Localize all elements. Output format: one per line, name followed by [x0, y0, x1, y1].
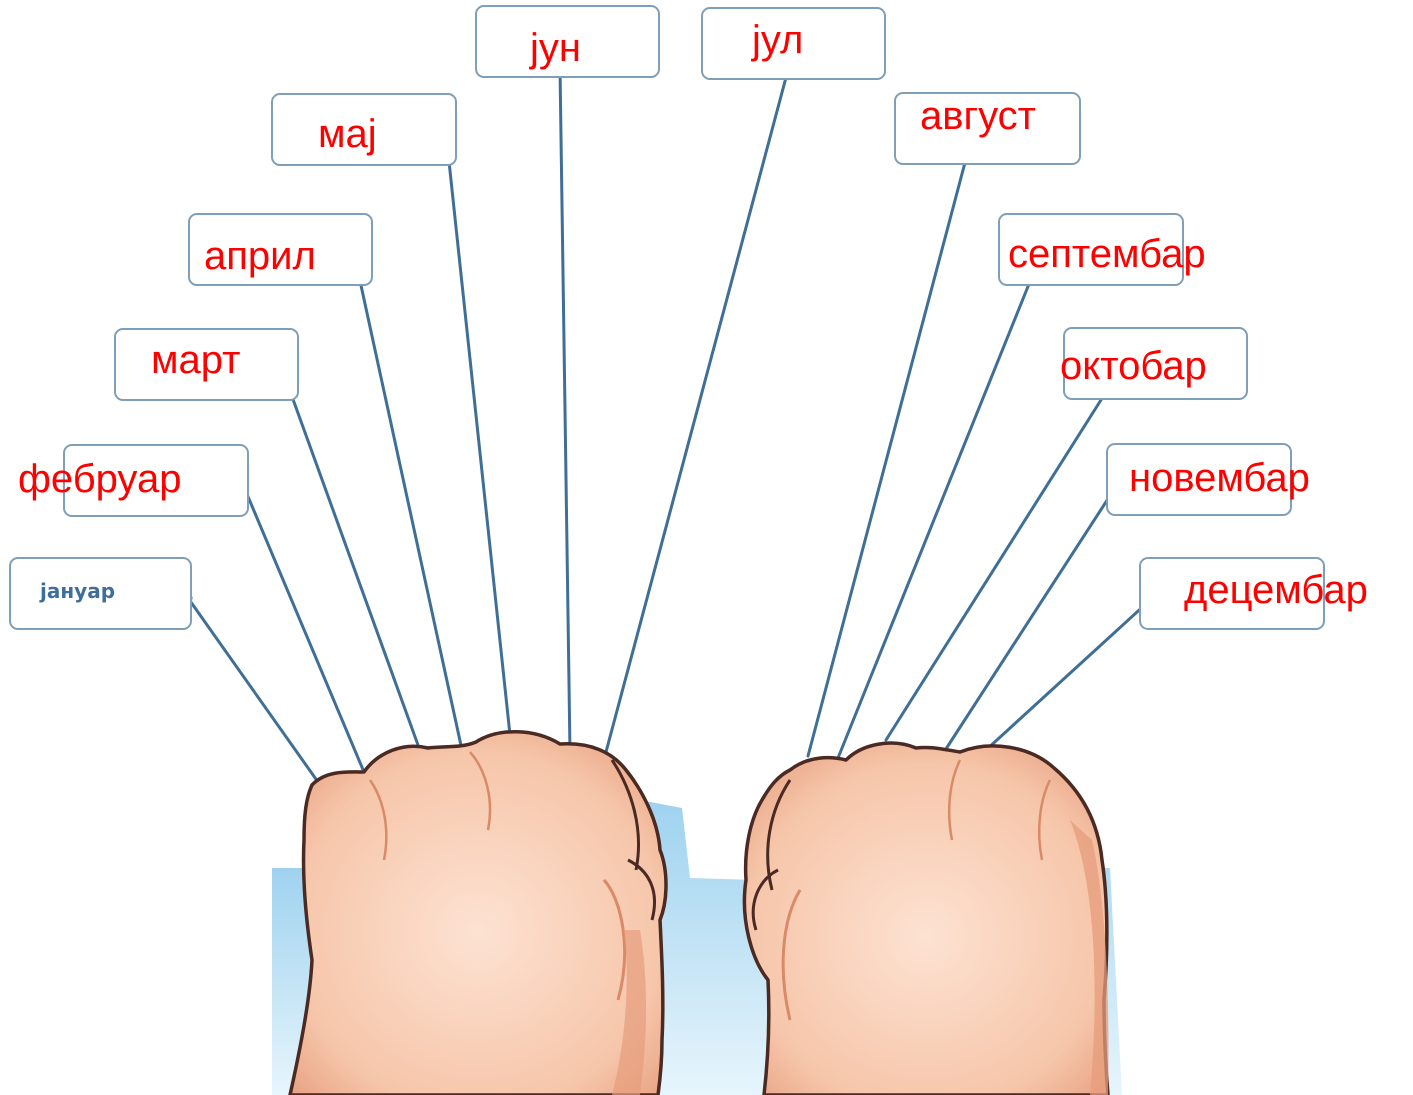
- connector-line-november: [942, 486, 1117, 754]
- connector-line-june: [558, 66, 572, 754]
- month-box-february[interactable]: [63, 444, 249, 517]
- connector-line-december: [984, 600, 1150, 752]
- month-box-may[interactable]: [271, 93, 457, 166]
- month-label-june: јун: [530, 26, 581, 70]
- connector-line-april: [355, 265, 464, 752]
- month-label-march: март: [151, 338, 241, 382]
- month-box-july[interactable]: [701, 7, 886, 80]
- month-label-january: јануар: [40, 579, 116, 603]
- connector-line-may: [446, 150, 512, 737]
- month-box-december[interactable]: [1139, 557, 1325, 630]
- connector-line-march: [288, 389, 420, 747]
- month-box-august[interactable]: [894, 92, 1081, 165]
- month-label-october: октобар: [1060, 344, 1207, 388]
- connector-lines: [186, 66, 1150, 784]
- connector-line-september: [836, 277, 1033, 760]
- connector-line-august: [806, 153, 969, 758]
- month-label-december: децембар: [1184, 568, 1368, 612]
- month-label-february: фебруар: [18, 457, 182, 501]
- month-box-october[interactable]: [1063, 327, 1248, 400]
- connector-line-february: [239, 478, 366, 774]
- month-label-may: мај: [318, 112, 377, 156]
- connector-line-january: [186, 596, 320, 784]
- connector-line-july: [604, 68, 790, 754]
- month-label-november: новембар: [1129, 456, 1310, 500]
- month-box-november[interactable]: [1106, 443, 1292, 516]
- month-label-july: јул: [752, 18, 804, 62]
- month-label-april: април: [204, 234, 316, 278]
- left-fist-icon: [288, 730, 668, 1095]
- connector-line-october: [884, 390, 1108, 742]
- month-box-june[interactable]: [475, 5, 660, 78]
- month-box-april[interactable]: [188, 213, 373, 286]
- month-box-march[interactable]: [114, 328, 299, 401]
- month-box-september[interactable]: [998, 213, 1184, 286]
- month-label-september: септембар: [1008, 232, 1206, 276]
- month-box-january[interactable]: [9, 557, 192, 630]
- month-label-august: август: [920, 94, 1036, 138]
- right-fist-icon: [742, 741, 1110, 1095]
